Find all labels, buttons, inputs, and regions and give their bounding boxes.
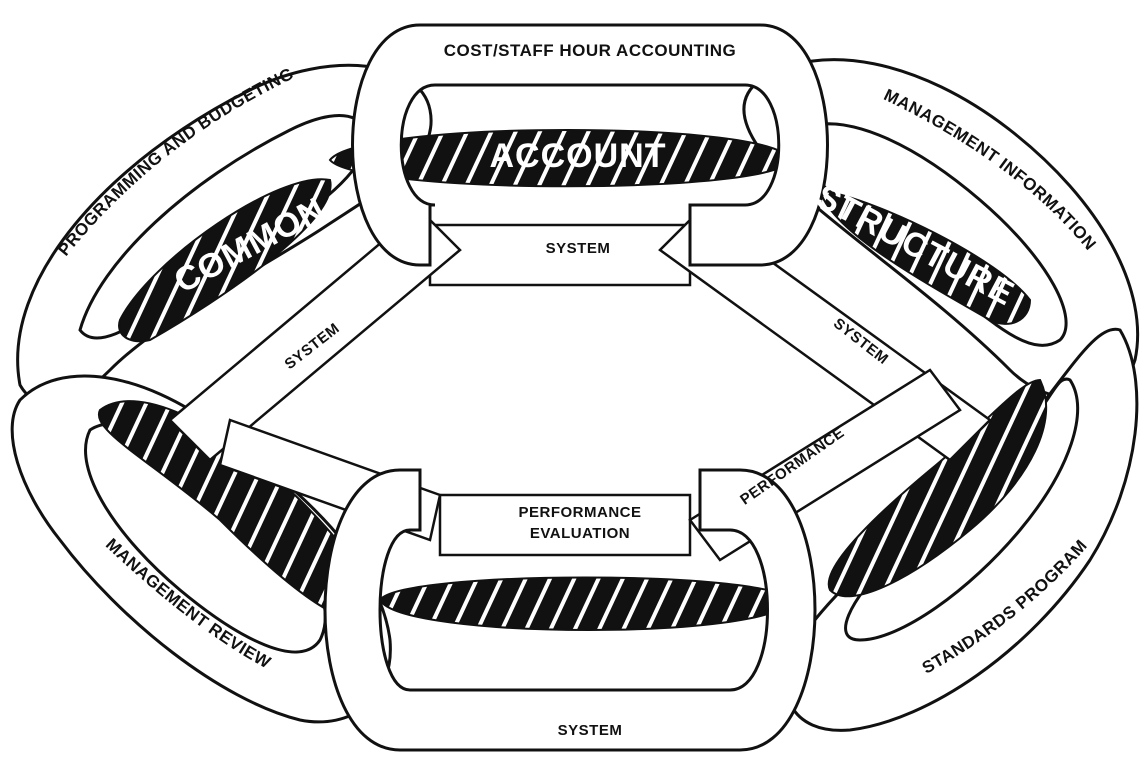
rope-bottom — [378, 576, 792, 631]
rope-left — [118, 178, 332, 343]
label-system-top: SYSTEM — [546, 240, 611, 257]
label-performance-evaluation-2: EVALUATION — [530, 525, 630, 542]
rope-strands — [97, 129, 1048, 631]
rope-right — [818, 188, 1032, 325]
front-links — [323, 23, 829, 752]
link-cost-staff-hour — [351, 23, 829, 267]
inner-bands — [168, 208, 992, 562]
rope-word-account: ACCOUNT — [490, 137, 667, 175]
label-cost-staff-hour: COST/STAFF HOUR ACCOUNTING — [444, 41, 737, 60]
label-system-bottom: SYSTEM — [558, 722, 623, 739]
label-performance-evaluation-1: PERFORMANCE — [518, 504, 641, 521]
link-performance-evaluation — [323, 468, 817, 752]
